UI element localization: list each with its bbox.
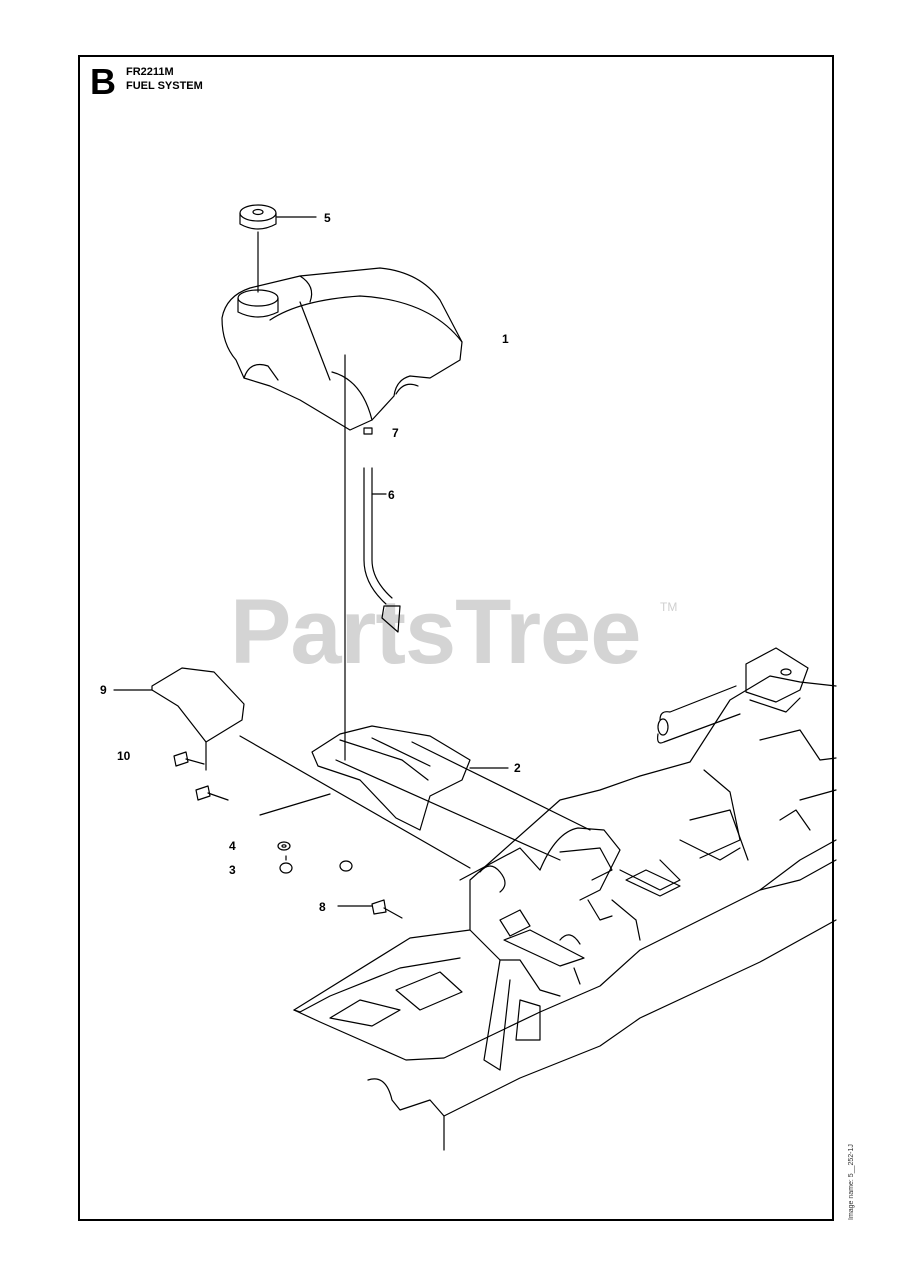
part-5-fuel-cap	[239, 204, 317, 293]
section-letter: B	[90, 61, 116, 102]
image-code: Image name: 5__252-1J	[848, 1144, 855, 1220]
callout-6: 6	[388, 488, 395, 502]
part-1-fuel-tank	[221, 267, 463, 761]
callout-10: 10	[117, 749, 131, 763]
callout-3: 3	[229, 863, 236, 877]
callout-4: 4	[229, 839, 236, 853]
part-10-bolt	[173, 751, 229, 801]
callout-8: 8	[319, 900, 326, 914]
callout-7: 7	[392, 426, 399, 440]
part-3-nut	[279, 860, 353, 874]
part-7-clamp	[363, 427, 373, 435]
part-8-screw	[337, 899, 403, 919]
chassis-frame	[293, 647, 837, 1151]
part-9-shield	[113, 667, 245, 771]
diagram-frame	[78, 55, 834, 1221]
leader-lines	[259, 741, 591, 861]
callout-9: 9	[100, 683, 107, 697]
callout-5: 5	[324, 211, 331, 225]
callout-1: 1	[502, 332, 509, 346]
part-6-fuel-hose	[363, 467, 401, 633]
watermark-logo: PartsTree	[230, 581, 641, 683]
callout-2: 2	[514, 761, 521, 775]
watermark-trademark: TM	[660, 600, 678, 614]
model-number: FR2211M	[126, 66, 174, 78]
diagram-title: FUEL SYSTEM	[126, 80, 203, 92]
part-4-nut	[277, 841, 291, 851]
part-2-tank-bracket	[311, 725, 509, 831]
